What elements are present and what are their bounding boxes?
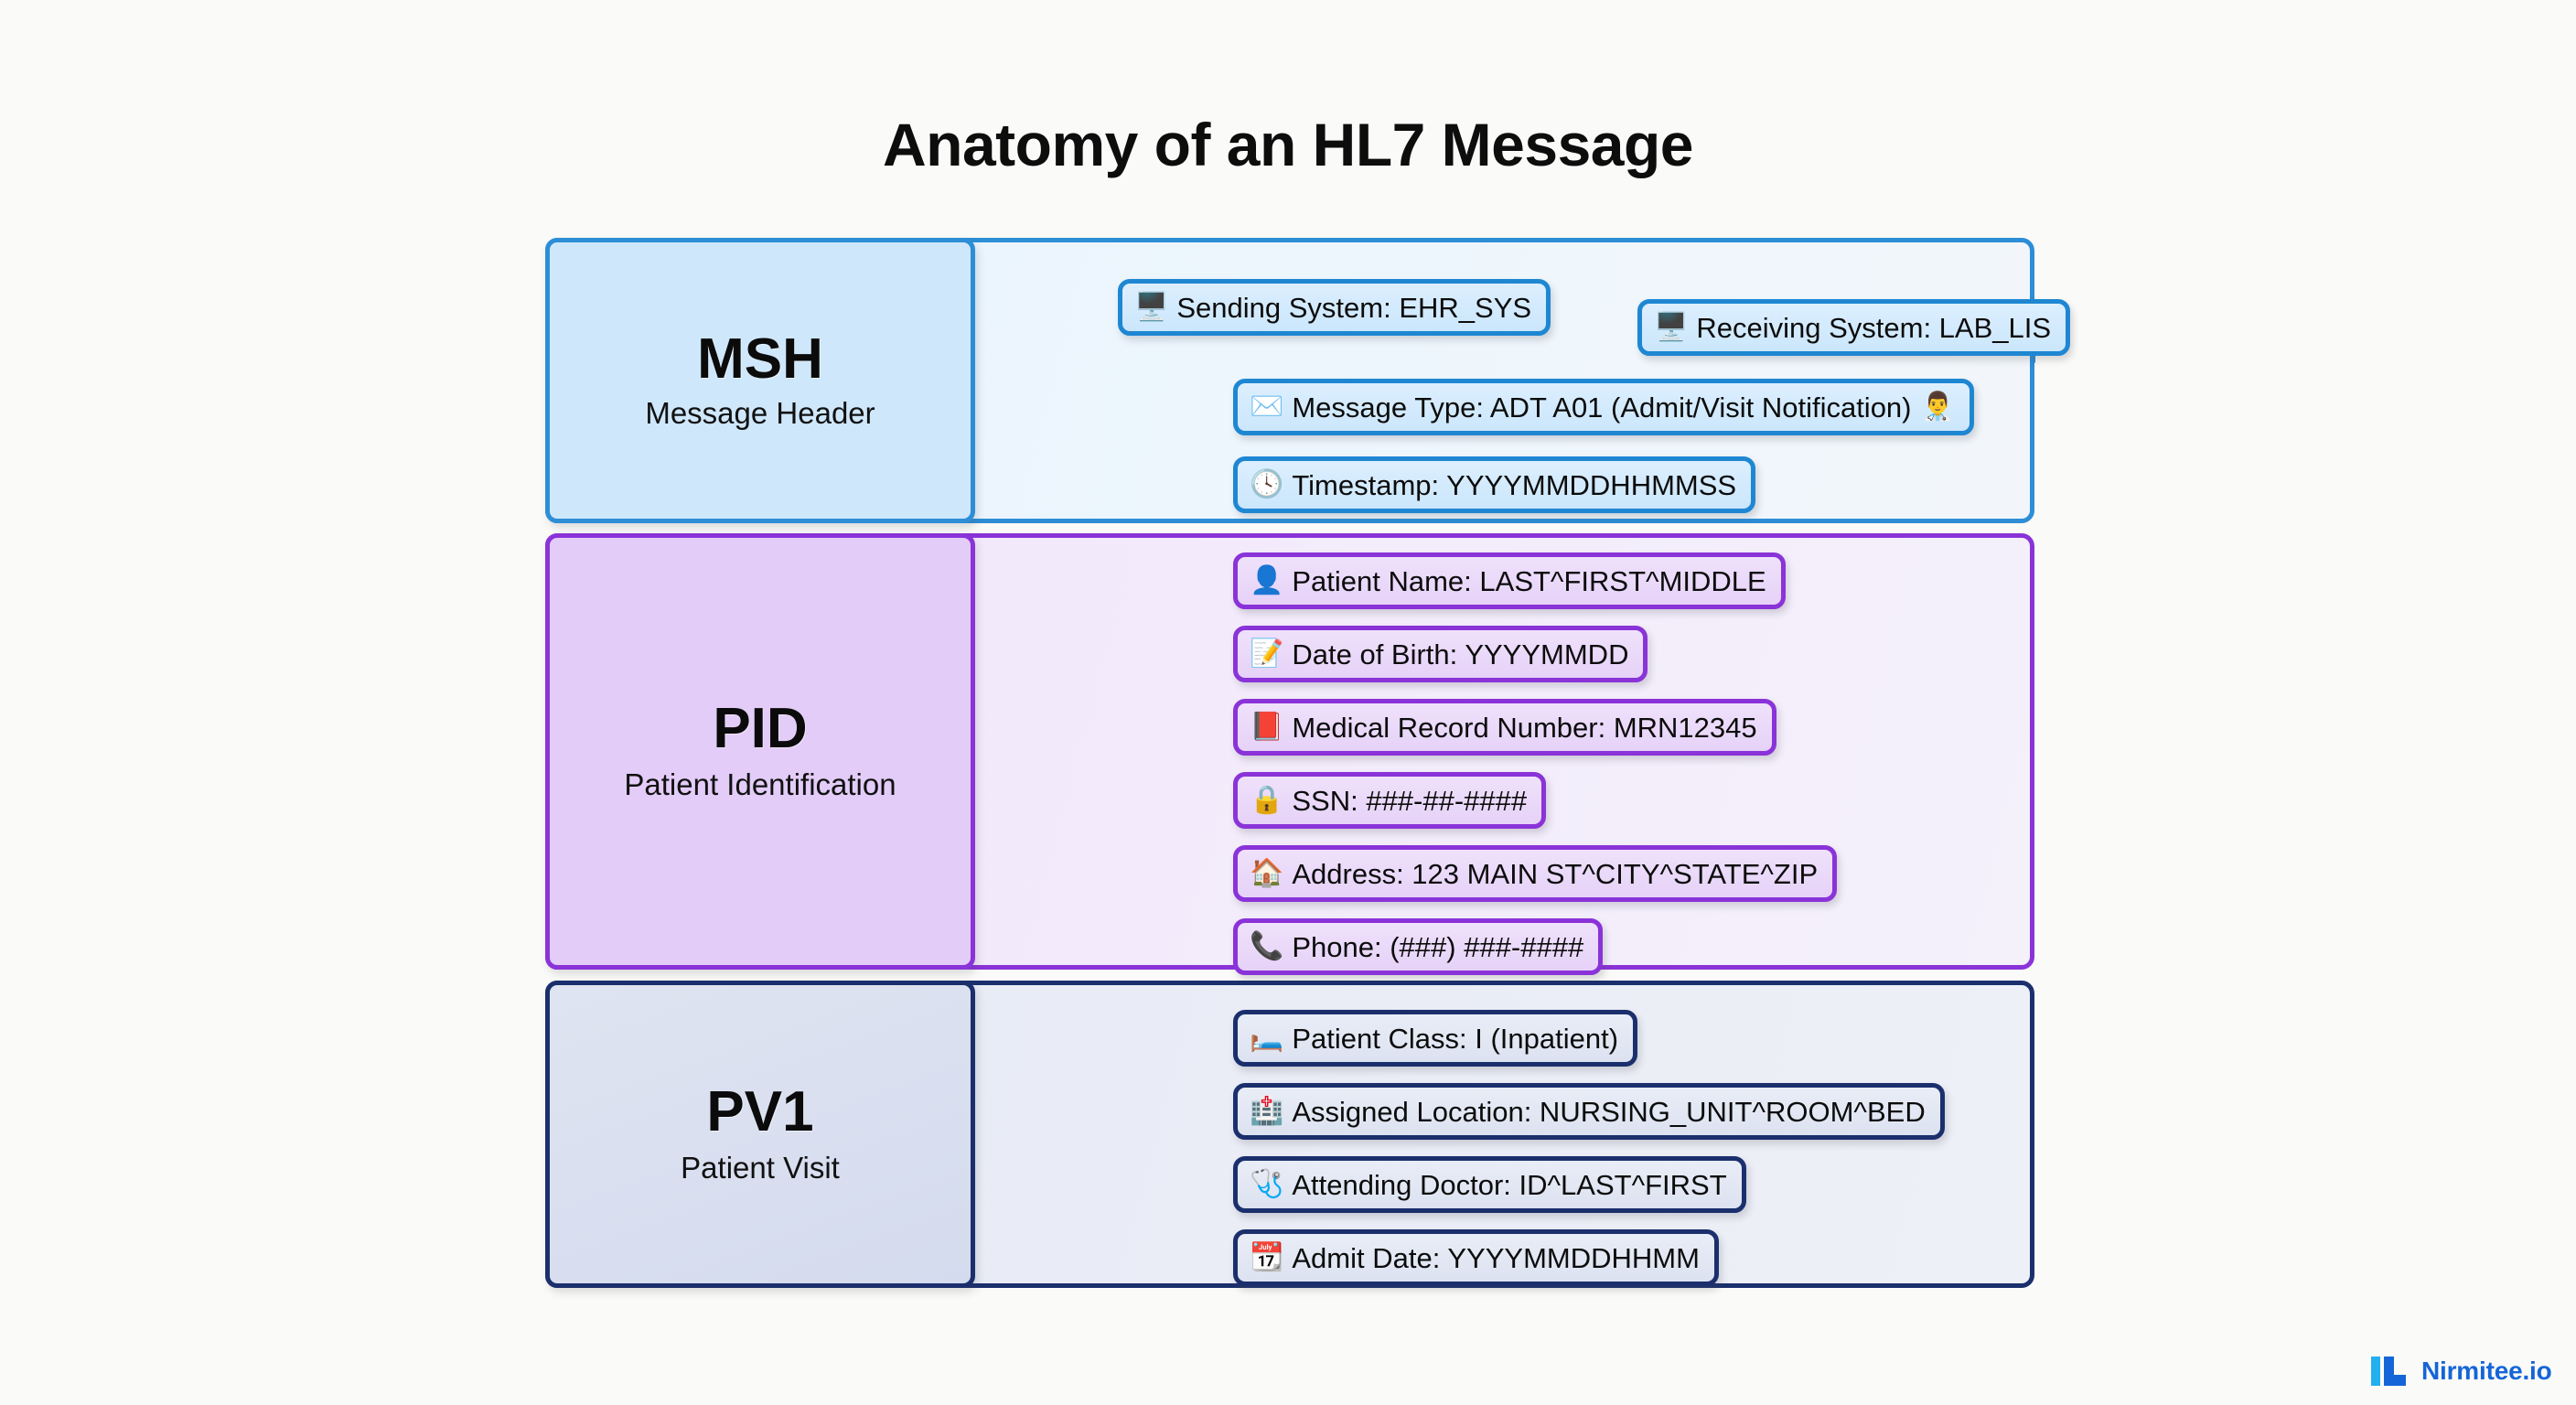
- lock-icon: 🔒: [1250, 785, 1284, 815]
- field-node-address[interactable]: 🏠 Address: 123 MAIN ST^CITY^STATE^ZIP: [1233, 845, 1838, 902]
- field-node-assigned-location[interactable]: 🏥 Assigned Location: NURSING_UNIT^ROOM^B…: [1233, 1083, 1945, 1140]
- field-node-sending-system[interactable]: 🖥️ Sending System: EHR_SYS: [1118, 279, 1551, 336]
- field-node-phone[interactable]: 📞 Phone: (###) ###-####: [1233, 918, 1604, 975]
- field-label: Receiving System: LAB_LIS: [1696, 311, 2052, 344]
- prescription-icon: 📕: [1250, 712, 1284, 742]
- bed-icon: 🛏️: [1250, 1023, 1284, 1053]
- segment-desc-pv1: Patient Visit: [681, 1150, 840, 1185]
- person-icon: 👤: [1250, 565, 1284, 595]
- segment-card-msh[interactable]: MSH Message Header: [545, 238, 975, 523]
- field-label: Phone: (###) ###-####: [1292, 930, 1584, 963]
- field-label: Date of Birth: YYYYMMDD: [1292, 638, 1629, 670]
- field-label: Address: 123 MAIN ST^CITY^STATE^ZIP: [1292, 857, 1819, 890]
- field-label: Timestamp: YYYYMMDDHHMMSS: [1292, 468, 1737, 501]
- field-node-receiving-system[interactable]: 🖥️ Receiving System: LAB_LIS: [1637, 299, 2071, 356]
- field-label: Admit Date: YYYYMMDDHHMM: [1292, 1241, 1700, 1274]
- field-node-date-of-birth[interactable]: 📝 Date of Birth: YYYYMMDD: [1233, 626, 1648, 682]
- envelope-icon: ✉️: [1250, 391, 1284, 422]
- field-node-ssn[interactable]: 🔒 SSN: ###-##-####: [1233, 772, 1547, 829]
- field-node-message-type[interactable]: ✉️ Message Type: ADT A01 (Admit/Visit No…: [1233, 379, 1974, 435]
- server-icon: 🖥️: [1134, 292, 1169, 322]
- doctor-icon: 👨‍⚕️: [1920, 391, 1955, 422]
- field-label: Medical Record Number: MRN12345: [1292, 711, 1757, 744]
- field-label: Patient Class: I (Inpatient): [1292, 1022, 1619, 1055]
- field-label: Sending System: EHR_SYS: [1176, 291, 1532, 324]
- clock-icon: 🕓: [1250, 469, 1284, 499]
- house-icon: 🏠: [1250, 858, 1284, 888]
- nirmitee-logo-icon: [2371, 1357, 2406, 1386]
- brand-name: Nirmitee.io: [2421, 1357, 2552, 1385]
- server-icon: 🖥️: [1654, 312, 1689, 342]
- phone-icon: 📞: [1250, 931, 1284, 961]
- segment-desc-msh: Message Header: [645, 395, 875, 430]
- stethoscope-icon: 🩺: [1250, 1169, 1284, 1199]
- field-node-medical-record-number[interactable]: 📕 Medical Record Number: MRN12345: [1233, 699, 1776, 756]
- calendar-icon: 📆: [1250, 1242, 1284, 1272]
- memo-icon: 📝: [1250, 638, 1284, 669]
- field-label: Patient Name: LAST^FIRST^MIDDLE: [1292, 564, 1766, 597]
- field-node-timestamp[interactable]: 🕓 Timestamp: YYYYMMDDHHMMSS: [1233, 456, 1756, 513]
- field-label: SSN: ###-##-####: [1292, 784, 1528, 817]
- footer-logo[interactable]: Nirmitee.io: [2371, 1352, 2552, 1390]
- field-label: Assigned Location: NURSING_UNIT^ROOM^BED: [1292, 1095, 1926, 1128]
- field-node-admit-date[interactable]: 📆 Admit Date: YYYYMMDDHHMM: [1233, 1229, 1719, 1286]
- page-title: Anatomy of an HL7 Message: [882, 111, 1694, 178]
- field-node-attending-doctor[interactable]: 🩺 Attending Doctor: ID^LAST^FIRST: [1233, 1156, 1746, 1213]
- field-node-patient-name[interactable]: 👤 Patient Name: LAST^FIRST^MIDDLE: [1233, 552, 1786, 609]
- segment-card-pid[interactable]: PID Patient Identification: [545, 533, 975, 970]
- field-label: Attending Doctor: ID^LAST^FIRST: [1292, 1168, 1727, 1201]
- segment-card-pv1[interactable]: PV1 Patient Visit: [545, 981, 975, 1288]
- segment-code-msh: MSH: [697, 327, 823, 391]
- field-node-patient-class[interactable]: 🛏️ Patient Class: I (Inpatient): [1233, 1010, 1638, 1067]
- field-label: Message Type: ADT A01 (Admit/Visit Notif…: [1292, 391, 1912, 424]
- segment-code-pid: PID: [713, 697, 808, 761]
- segment-code-pv1: PV1: [706, 1079, 814, 1143]
- hospital-icon: 🏥: [1250, 1096, 1284, 1126]
- segment-desc-pid: Patient Identification: [624, 767, 896, 802]
